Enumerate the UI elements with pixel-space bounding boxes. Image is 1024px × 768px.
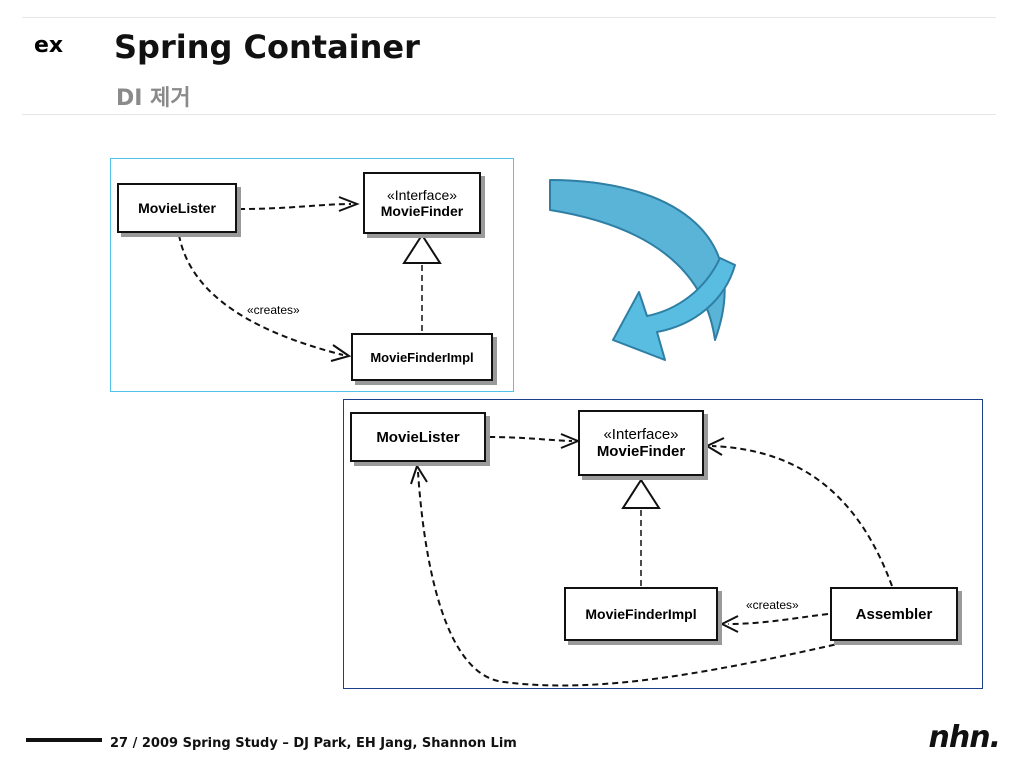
node-movie-finder-impl: MovieFinderImpl (351, 333, 493, 381)
generalization-triangle (402, 233, 442, 264)
arrowhead-creates (330, 344, 352, 362)
edge-lister-to-finder (238, 203, 352, 210)
node-movie-lister: MovieLister (350, 412, 486, 462)
diagram-after-connectors (410, 433, 893, 687)
node-assembler: Assembler (830, 587, 958, 641)
arrowhead-assembler-to-finder (704, 437, 725, 456)
stereotype-label: «Interface» (603, 426, 679, 443)
diagram-after: MovieLister «Interface» MovieFinder Movi… (343, 399, 983, 689)
slide-title: Spring Container (114, 28, 420, 66)
generalization-triangle (621, 478, 661, 509)
slide-tag: ex (34, 33, 64, 58)
edge-lister-creates-impl (178, 234, 344, 356)
transition-arrow-icon (549, 179, 736, 361)
edge-label-creates: «creates» (746, 598, 799, 612)
nhn-logo: nhn. (928, 720, 1001, 755)
edge-label-creates: «creates» (247, 303, 300, 317)
diagram-before-connectors (178, 196, 442, 362)
node-movie-finder-interface: «Interface» MovieFinder (363, 172, 481, 234)
edge-assembler-creates-impl (727, 613, 829, 625)
arrowhead-lister-to-finder (338, 196, 360, 212)
edge-assembler-to-finder (711, 445, 893, 587)
footer-text: 27 / 2009 Spring Study – DJ Park, EH Jan… (110, 736, 517, 751)
diagram-before: MovieLister «Interface» MovieFinder Movi… (110, 158, 514, 392)
edge-lister-to-finder (488, 436, 573, 442)
header-bottom-rule (22, 114, 996, 115)
node-movie-finder-interface: «Interface» MovieFinder (578, 410, 704, 476)
footer-bar (26, 738, 102, 742)
node-movie-lister: MovieLister (117, 183, 237, 233)
slide-subtitle: DI 제거 (116, 86, 191, 111)
arrowhead-assembler-to-lister (410, 463, 428, 485)
header-top-rule (22, 17, 996, 18)
node-movie-finder-impl: MovieFinderImpl (564, 587, 718, 641)
arrowhead-creates (719, 615, 739, 633)
stereotype-label: «Interface» (386, 187, 458, 203)
